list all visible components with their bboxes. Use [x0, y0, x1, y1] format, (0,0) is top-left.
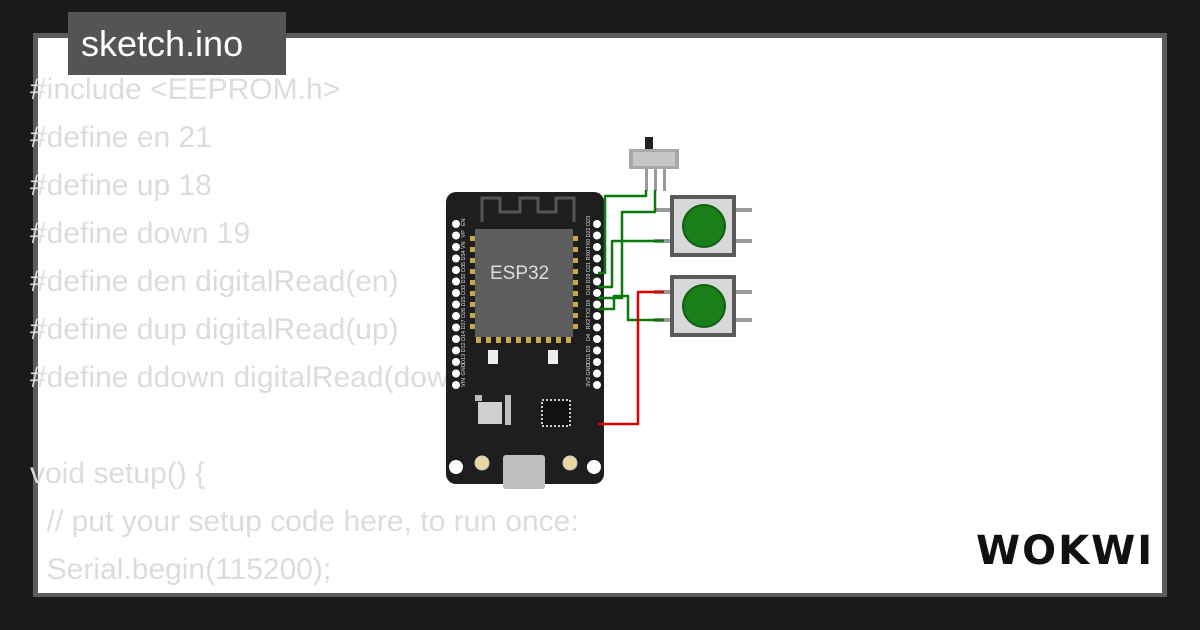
pin-label: EN: [461, 218, 467, 226]
pin-label: TX2: [586, 308, 592, 318]
pin-hole[interactable]: [593, 381, 601, 389]
code-line: #define dup digitalRead(up): [30, 313, 399, 346]
reset-button-icon[interactable]: [562, 455, 578, 471]
pin-hole[interactable]: [452, 231, 460, 240]
pin-hole[interactable]: [452, 243, 460, 251]
pin-label: GND: [461, 363, 467, 375]
code-preview: #include <EEPROM.h> #define en 21 #define …: [30, 66, 579, 594]
file-tab-label: sketch.ino: [81, 23, 244, 64]
pin-hole[interactable]: [452, 277, 460, 286]
pin-hole[interactable]: [593, 231, 601, 240]
pin-hole[interactable]: [593, 312, 601, 320]
code-line: #define up 18: [30, 169, 212, 202]
pin-hole[interactable]: [593, 243, 601, 251]
pin-label: D35: [461, 262, 467, 272]
pin-hole[interactable]: [593, 220, 601, 228]
pin-label: TX0: [586, 239, 592, 249]
pushbutton-2[interactable]: [654, 275, 752, 337]
pin-label: VN: [461, 241, 467, 249]
code-line: #define ddown digitalRead(down): [30, 361, 476, 394]
pin-label: D18: [586, 285, 592, 295]
led-smd: [548, 350, 558, 364]
pin-hole[interactable]: [452, 220, 460, 228]
code-line: // put your setup code here, to run once…: [30, 505, 579, 538]
pin-hole[interactable]: [452, 254, 460, 263]
voltage-regulator: [478, 402, 502, 424]
code-line: #define down 19: [30, 217, 251, 250]
pin-label: D15: [586, 354, 592, 364]
led-smd: [488, 350, 498, 364]
pin-hole[interactable]: [452, 369, 460, 378]
pin-label: D21: [586, 262, 592, 272]
pin-label: D32: [461, 273, 467, 283]
pin-hole[interactable]: [452, 381, 460, 389]
pin-label: D27: [461, 319, 467, 329]
pin-label: VP: [461, 230, 467, 238]
pin-hole[interactable]: [593, 300, 601, 309]
wire-power[interactable]: [598, 290, 664, 426]
pin-hole[interactable]: [452, 289, 460, 297]
pin-label: RX2: [586, 319, 592, 330]
file-tab[interactable]: sketch.ino: [68, 12, 286, 75]
code-line: #define den digitalRead(en): [30, 265, 399, 298]
pin-hole[interactable]: [452, 335, 460, 343]
pin-hole[interactable]: [452, 312, 460, 320]
pin-label: D25: [461, 296, 467, 306]
pin-label: D12: [461, 342, 467, 352]
pin-hole[interactable]: [593, 289, 601, 297]
pin-hole[interactable]: [593, 254, 601, 263]
module-pads: [470, 236, 578, 343]
esp32-board[interactable]: ESP32 ENVPVND34D35D32D33D25D26D27D14D12D…: [446, 192, 604, 489]
code-line: #include <EEPROM.h>: [30, 73, 341, 106]
esp32-module: [475, 229, 573, 337]
pin-label: 3V3: [586, 377, 592, 387]
usb-serial-chip: [541, 399, 571, 427]
wokwi-logo-graphic: WOKWI: [976, 528, 1154, 574]
pin-label: D22: [586, 227, 592, 237]
pin-label: D14: [461, 331, 467, 341]
wire-button-1[interactable]: [598, 239, 664, 289]
left-pin-header: [452, 220, 460, 389]
usb-port: [503, 455, 545, 489]
pin-label: D19: [586, 273, 592, 283]
pin-hole[interactable]: [452, 266, 460, 274]
pin-hole[interactable]: [593, 335, 601, 343]
pin-label: D33: [461, 285, 467, 295]
pin-label: D34: [461, 250, 467, 260]
pin-hole[interactable]: [452, 358, 460, 366]
pin-hole[interactable]: [452, 300, 460, 309]
pin-hole[interactable]: [452, 323, 460, 332]
pin-hole[interactable]: [593, 323, 601, 332]
pin-label: D23: [586, 216, 592, 226]
esp32-label: ESP32: [490, 263, 549, 284]
right-pin-header: [593, 220, 601, 389]
pin-label: VIN: [461, 378, 467, 387]
code-line: void setup() {: [30, 457, 206, 490]
wokwi-logo-text: WOKWI: [976, 528, 1154, 574]
wire-en[interactable]: [598, 190, 648, 275]
pin-label: D13: [461, 354, 467, 364]
pin-label: D5: [586, 299, 592, 306]
wire-common[interactable]: [598, 190, 657, 300]
pin-label: RX0: [586, 250, 592, 261]
pin-hole[interactable]: [593, 369, 601, 378]
pin-label: GND: [586, 363, 592, 375]
pin-label: D4: [586, 334, 592, 341]
wire-button-2[interactable]: [598, 294, 664, 322]
pin-label: D2: [586, 345, 592, 352]
wokwi-logo: WOKWI: [970, 520, 1155, 580]
code-line: #define en 21: [30, 121, 212, 154]
slide-switch[interactable]: [629, 137, 679, 191]
pin-label: D26: [461, 308, 467, 318]
pin-hole[interactable]: [452, 346, 460, 355]
pin-hole[interactable]: [593, 277, 601, 286]
boot-button-icon[interactable]: [474, 455, 490, 471]
pin-hole[interactable]: [593, 346, 601, 355]
pin-hole[interactable]: [593, 358, 601, 366]
code-line: Serial.begin(115200);: [30, 553, 332, 586]
pushbutton-1[interactable]: [654, 195, 752, 257]
